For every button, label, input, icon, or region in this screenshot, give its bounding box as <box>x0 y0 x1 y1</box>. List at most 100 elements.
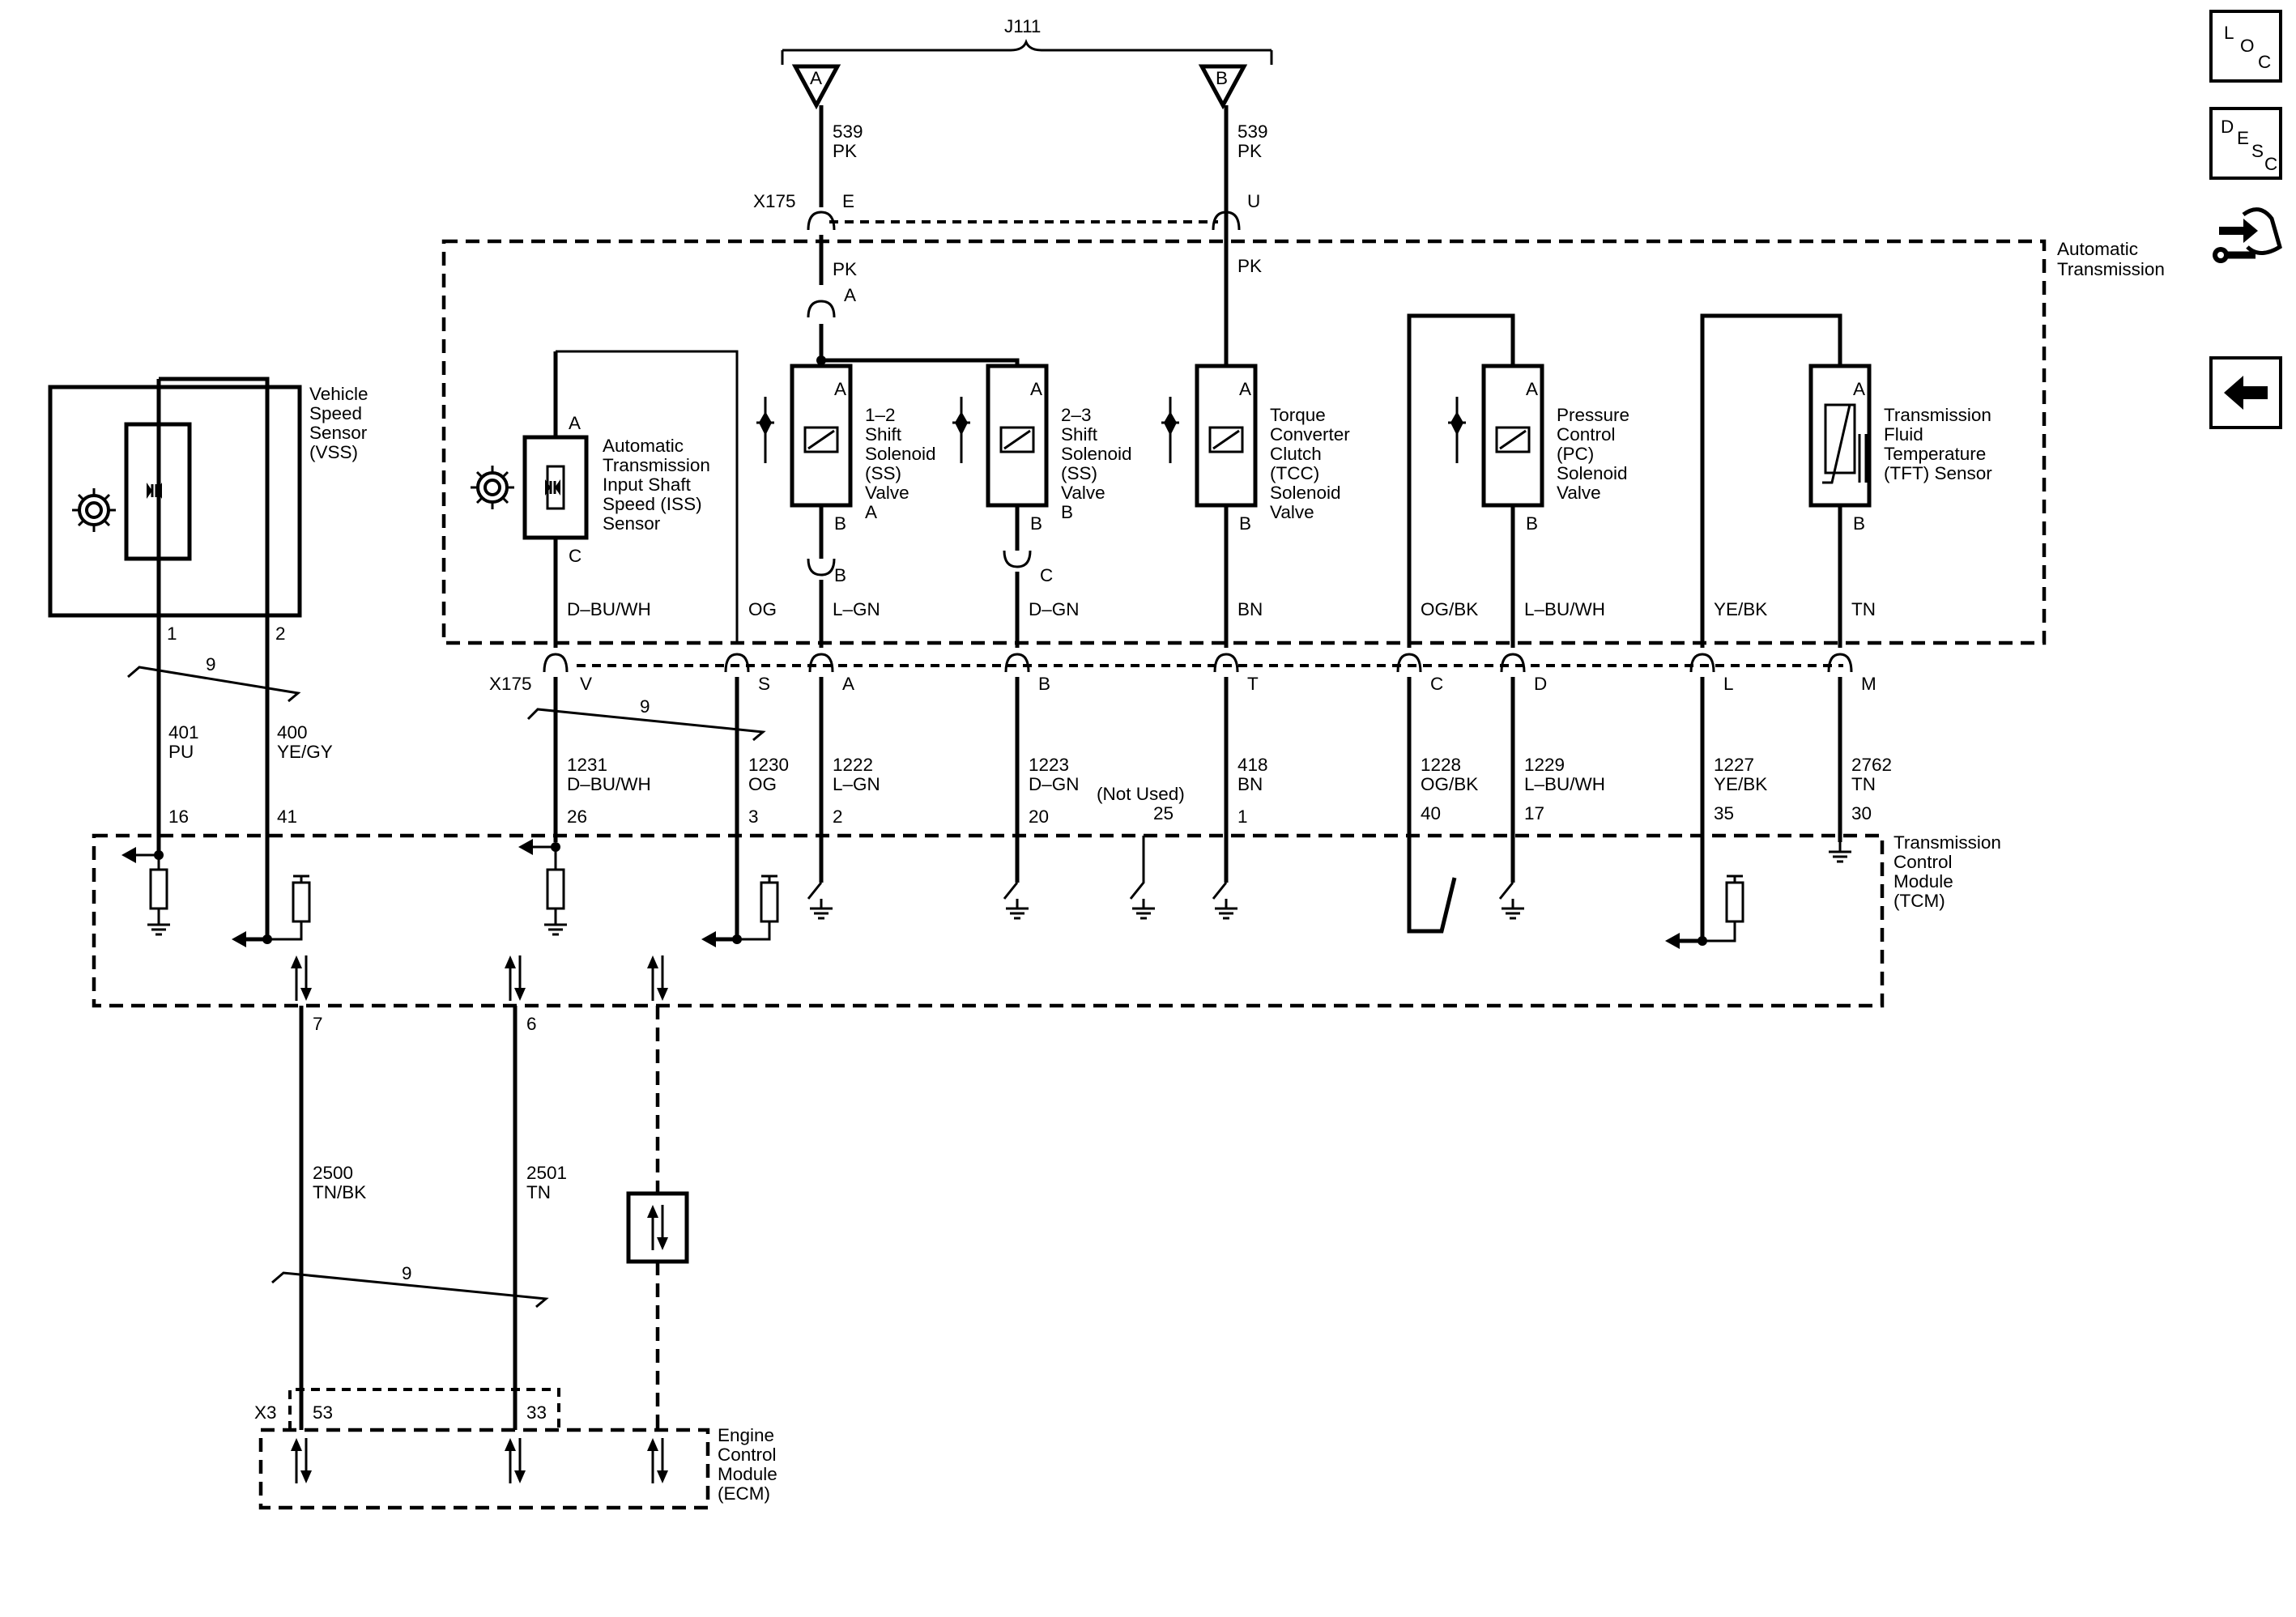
component-label: Transmission <box>1884 405 1991 425</box>
component-label: Module <box>718 1464 777 1484</box>
nav-letter: S <box>2251 141 2264 161</box>
description-view-button[interactable]: D E S C <box>2209 107 2282 180</box>
wire-number: 1227 <box>1714 755 1754 775</box>
wire-color: PK <box>1237 256 1262 276</box>
pin-label: A <box>834 379 846 399</box>
component-label: A <box>865 502 877 522</box>
component-label: Valve <box>1061 483 1105 503</box>
wire-color: L–BU/WH <box>1524 774 1605 794</box>
pin-label: D <box>1534 674 1547 694</box>
ecm-boundary <box>258 1428 710 1510</box>
component-label: Transmission <box>2057 259 2165 279</box>
component-label: Sensor <box>309 423 368 443</box>
wire-color: D–GN <box>1029 774 1080 794</box>
wire-color: PU <box>168 742 194 762</box>
terminal-label: 30 <box>1851 803 1872 823</box>
component-label: Torque <box>1270 405 1326 425</box>
terminal-label: 7 <box>313 1014 323 1034</box>
serial-data-icon <box>289 1436 313 1485</box>
component-label: 1–2 <box>865 405 896 425</box>
wire-color: BN <box>1237 599 1263 619</box>
pin-label: U <box>1247 191 1260 211</box>
nav-letter: C <box>2264 154 2278 174</box>
nav-letter: O <box>2240 36 2255 56</box>
serial-data-icon <box>503 954 527 1002</box>
component-label: Vehicle <box>309 384 368 404</box>
component-label: Transmission <box>1893 832 2001 853</box>
wire-color: L–BU/WH <box>1524 599 1605 619</box>
back-button[interactable] <box>2209 356 2282 429</box>
pin-label: T <box>1247 674 1259 694</box>
wire-number: 2501 <box>526 1163 567 1183</box>
component-label: (VSS) <box>309 442 358 462</box>
nav-letter: C <box>2258 52 2272 72</box>
wire-number: 1222 <box>833 755 873 775</box>
twisted-pair-label: 9 <box>206 654 216 674</box>
component-label: Valve <box>865 483 909 503</box>
component-label: Speed (ISS) <box>603 494 702 514</box>
component-label: Engine <box>718 1425 774 1445</box>
wire-color: TN <box>526 1182 551 1202</box>
wire-number: 1231 <box>567 755 607 775</box>
splice-a-label: A <box>810 68 822 88</box>
pin-label: 1 <box>167 623 177 644</box>
pin-label: S <box>758 674 770 694</box>
automatic-transmission-boundary <box>441 239 2047 645</box>
wire-color: D–BU/WH <box>567 599 651 619</box>
terminal-label: 2 <box>833 806 843 827</box>
component-label: (SS) <box>865 463 901 483</box>
component-label: Valve <box>1270 502 1314 522</box>
wire-color: L–GN <box>833 774 880 794</box>
pin-label: B <box>834 565 846 585</box>
wire-number: 2500 <box>313 1163 353 1183</box>
pin-label: C <box>1040 565 1053 585</box>
nav-letter: D <box>2221 117 2234 137</box>
pin-label: M <box>1861 674 1876 694</box>
wire-number: 2762 <box>1851 755 1892 775</box>
connector-label: X3 <box>254 1402 277 1423</box>
component-label: Fluid <box>1884 424 1923 445</box>
wire-color: BN <box>1237 774 1263 794</box>
pin-label: E <box>842 191 854 211</box>
location-view-button[interactable]: L O C <box>2209 10 2282 83</box>
component-label: Input Shaft <box>603 474 692 495</box>
repair-info-icon[interactable] <box>2211 198 2284 279</box>
pin-label: B <box>1526 513 1538 534</box>
pin-label: B <box>1853 513 1865 534</box>
wire-number: 539 <box>833 121 863 142</box>
wire-number: 400 <box>277 722 308 743</box>
pin-label: A <box>842 674 854 694</box>
component-label: (PC) <box>1557 444 1594 464</box>
wire-number: 1223 <box>1029 755 1069 775</box>
serial-data-icon <box>289 954 313 1002</box>
terminal-label: 40 <box>1421 803 1441 823</box>
terminal-label: 17 <box>1524 803 1544 823</box>
component-label: (ECM) <box>718 1483 770 1504</box>
pin-label: V <box>580 674 592 694</box>
component-label: (TCM) <box>1893 891 1945 911</box>
arrow-left-icon <box>2224 376 2268 410</box>
component-label: Shift <box>865 424 902 445</box>
pin-label: B <box>834 513 846 534</box>
pin-label: B <box>1239 513 1251 534</box>
wire-color: PK <box>833 259 857 279</box>
component-label: Control <box>1557 424 1616 445</box>
component-label: Converter <box>1270 424 1350 445</box>
component-label: Speed <box>309 403 362 423</box>
shift-solenoid-a <box>756 364 853 508</box>
wire-color: D–BU/WH <box>567 774 651 794</box>
j111-bracket <box>782 38 1272 52</box>
component-label: Automatic <box>603 436 684 456</box>
serial-data-icon <box>503 1436 527 1485</box>
pin-label: B <box>1030 513 1042 534</box>
wire-color: TN/BK <box>313 1182 366 1202</box>
component-label: 2–3 <box>1061 405 1092 425</box>
gear-icon <box>469 464 516 511</box>
j111-label: J111 <box>1004 16 1041 36</box>
component-label: Control <box>718 1445 777 1465</box>
component-label: Shift <box>1061 424 1098 445</box>
wire-color: YE/BK <box>1714 774 1767 794</box>
component-label: Sensor <box>603 513 661 534</box>
not-used-label: (Not Used) <box>1097 784 1185 804</box>
